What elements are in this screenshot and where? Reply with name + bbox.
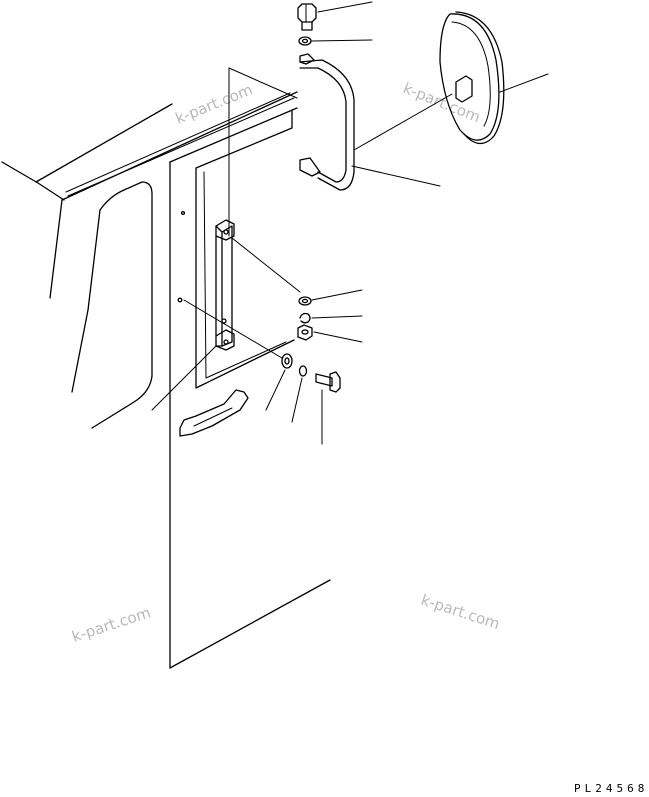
door-bottom-edge [169,579,331,669]
bracket-top-flange [215,219,235,241]
low-lock-washer [298,365,308,377]
roof-gutter-line-2 [65,92,291,193]
leader-bracket [151,345,217,411]
centerline-hole-to-bolt [183,299,283,359]
door-handle [179,389,249,437]
low-washer-hole [284,357,290,365]
leader-top-washer [311,39,373,42]
side-window-frame [91,181,153,429]
leader-lines [151,1,549,445]
leader-mirror [499,73,549,93]
mirror-mount-block [455,75,473,103]
stay-bottom-foot [299,157,321,177]
low-bolt-shank [315,373,333,387]
mirror-stay [299,53,355,191]
drawing-code: PL24568 [574,782,648,795]
middle-fasteners [297,296,313,341]
panel-top-line [228,67,298,99]
door-window-frame-outer [195,109,295,389]
leader-mirror-to-stay [353,93,453,151]
screw-hole-lower [177,297,183,303]
stay-tube-outer [299,59,355,191]
lower-fasteners [281,353,341,393]
roof-edge-outer [35,103,173,183]
roof-gutter-line-1 [67,97,295,197]
top-fasteners [297,3,317,46]
leader-low-lock [291,377,303,423]
mid-nut-hole [301,329,309,335]
watermark-2: k-part.com [401,79,483,126]
roof-left-edge [1,161,65,201]
mirror-back-shell [439,13,500,141]
leader-low-washer [265,369,286,411]
bracket-plate-left [215,225,223,347]
leader-top-bolt [317,1,373,13]
leader-mid-lock [311,315,363,319]
mid-washer-hole [301,298,309,304]
side-window-inner [71,209,101,393]
top-bolt-head [297,3,317,23]
mirror-inner-edge [451,21,491,127]
door-handle-groove [193,407,233,427]
front-pillar [49,199,63,299]
bracket-bottom-flange [215,329,235,351]
centerline-bracket-to-washer [231,237,301,293]
screw-hole-upper [180,210,186,216]
bracket-hole-lower [223,339,229,345]
mirror [439,11,505,145]
door-top-edge [169,107,298,163]
bracket-hole-top [223,229,229,235]
watermark-4: k-part.com [419,591,502,633]
mid-nut [297,324,313,341]
mirror-bracket [215,219,235,351]
bracket-hole-bottom [221,318,227,324]
stay-tube-inner [299,67,347,183]
mid-lock-washer [299,312,311,324]
cab-body [1,67,331,669]
low-bolt-head [329,371,341,393]
leader-stay [351,165,441,187]
top-bolt-shank [301,21,313,31]
door-window-frame-inner [203,171,287,379]
mirror-rim [455,11,505,145]
top-washer-hole [301,38,309,44]
leader-mid-nut [313,331,363,343]
leader-mid-washer [311,289,363,301]
watermark-3: k-part.com [70,603,153,645]
stay-top-foot [299,53,315,65]
